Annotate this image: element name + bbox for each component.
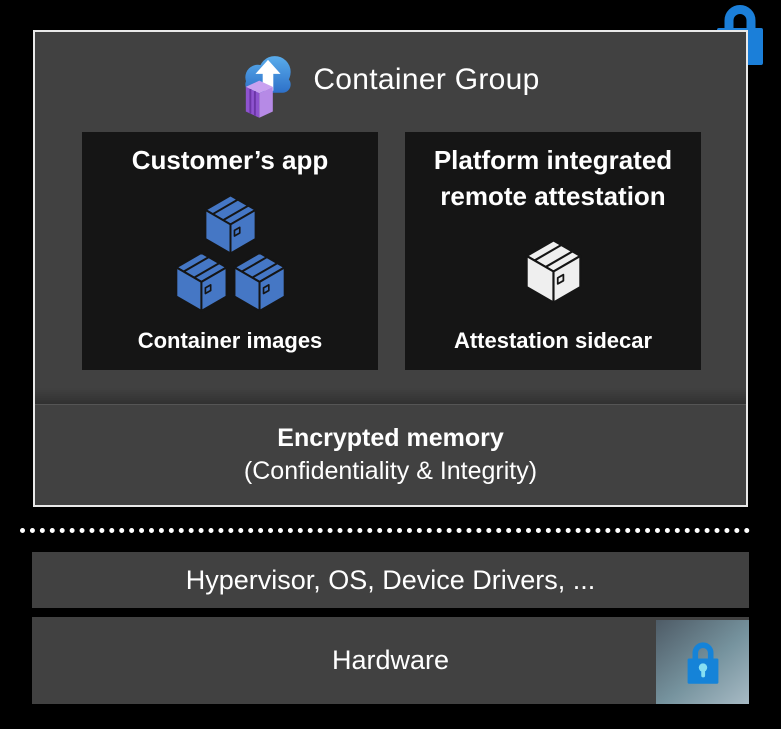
encrypted-memory-band: Encrypted memory (Confidentiality & Inte…: [35, 404, 746, 505]
encrypted-memory-top-shadow: [35, 388, 746, 404]
attestation-title: Platform integrated remote attestation: [433, 145, 673, 211]
customer-app-box: Customer’s app Container images: [82, 132, 378, 370]
hypervisor-layer-label: Hypervisor, OS, Device Drivers, ...: [185, 564, 596, 595]
encrypted-memory-subtitle: (Confidentiality & Integrity): [243, 457, 538, 485]
hypervisor-layer-bar: Hypervisor, OS, Device Drivers, ...: [32, 552, 749, 608]
trust-boundary-divider: [20, 528, 750, 533]
lock-icon: [687, 642, 718, 684]
customer-app-caption: Container images: [137, 328, 323, 353]
container-group-box: Container Group Customer’s app Container…: [33, 30, 748, 507]
container-group-header: Container Group: [35, 38, 746, 122]
attestation-sidecar-cube-icon: [525, 238, 581, 304]
hardware-layer-bar: Hardware: [32, 617, 749, 704]
cloud-upload-container-icon: [245, 56, 292, 118]
encrypted-memory-title: Encrypted memory: [277, 424, 504, 452]
attestation-box: Platform integrated remote attestation A…: [405, 132, 701, 370]
hardware-lock-tile: [656, 620, 749, 704]
attestation-caption: Attestation sidecar: [453, 328, 653, 353]
container-images-icon-area: [90, 178, 370, 328]
container-images-cubes-icon: [174, 193, 286, 312]
container-group-title: Container Group: [313, 63, 540, 96]
purple-container: [246, 80, 274, 118]
customer-app-title: Customer’s app: [131, 145, 329, 175]
attestation-icon-area: [413, 214, 693, 328]
hardware-layer-label: Hardware: [331, 645, 450, 675]
